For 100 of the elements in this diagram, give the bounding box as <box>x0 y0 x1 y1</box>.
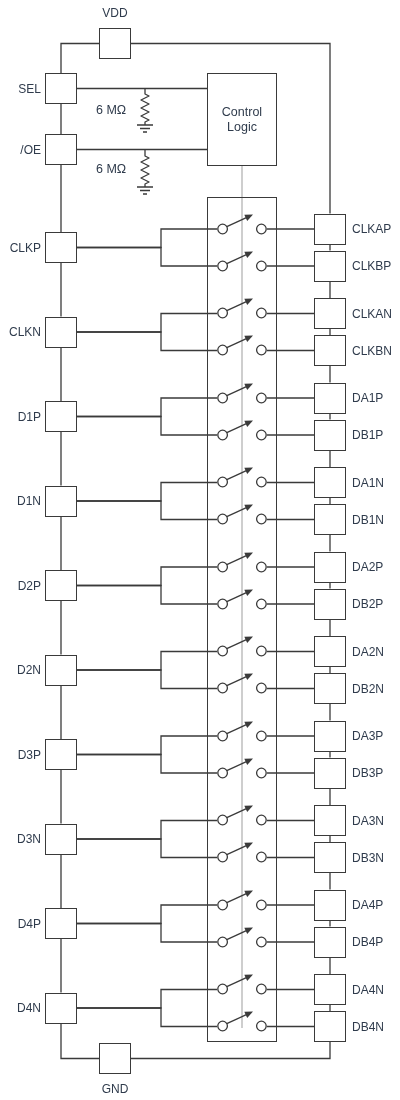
wire <box>329 956 331 975</box>
pin-label: VDD <box>102 6 128 20</box>
wire <box>266 228 315 230</box>
wire <box>329 243 331 252</box>
pin-label: CLKBP <box>352 259 392 273</box>
pin-label: CLKAN <box>352 306 392 321</box>
switch-symbol <box>216 297 267 320</box>
wire <box>130 1041 331 1060</box>
wire <box>60 853 62 909</box>
wire <box>329 534 331 553</box>
wire <box>266 312 315 315</box>
block-label: Control Logic <box>220 104 264 135</box>
switch-symbol <box>216 756 267 779</box>
wire <box>329 787 331 806</box>
wire <box>60 103 62 135</box>
wire <box>329 365 331 384</box>
switch-symbol <box>216 888 267 911</box>
wire <box>266 988 315 991</box>
wire <box>60 262 62 318</box>
pin-label: DA2P <box>352 560 384 574</box>
pin-label: D3N <box>17 832 41 846</box>
wire <box>266 856 315 859</box>
pin-label: D1P <box>17 409 41 424</box>
pin-label: CLKP <box>9 240 41 255</box>
switch-symbol <box>216 466 267 489</box>
wire <box>329 328 331 336</box>
wire <box>266 434 315 436</box>
pin-label: DB2P <box>352 597 384 611</box>
switch-array-frame <box>207 197 277 1042</box>
pin-label: D2N <box>17 663 41 677</box>
wire <box>60 600 62 656</box>
wire <box>329 1004 331 1012</box>
wire <box>130 42 331 215</box>
wire <box>329 497 331 505</box>
wire <box>60 431 62 487</box>
pin-label: DA3P <box>352 729 384 743</box>
wire <box>266 687 315 690</box>
pin-label: D3P <box>17 747 41 762</box>
pin-label: DA4N <box>352 982 384 997</box>
pin-label: DA3N <box>352 813 384 828</box>
wire <box>76 415 218 436</box>
wire <box>329 618 331 637</box>
wire <box>60 938 62 994</box>
wire <box>266 265 315 267</box>
wire <box>266 397 315 399</box>
wire <box>266 650 315 653</box>
switch-symbol <box>216 973 267 996</box>
pin-label: CLKBN <box>352 343 392 358</box>
wire <box>329 280 331 299</box>
wire <box>329 581 331 590</box>
switch-symbol <box>216 841 267 864</box>
wire <box>76 331 218 352</box>
switch-symbol <box>216 635 267 658</box>
pin-label: DB1P <box>352 428 384 442</box>
wire <box>60 42 100 74</box>
wire <box>329 703 331 722</box>
logic-block <box>207 73 277 166</box>
pin-label: DB1N <box>352 512 384 527</box>
wire <box>266 349 315 352</box>
switch-symbol <box>216 804 267 827</box>
switch-symbol <box>216 1010 267 1033</box>
pin-label: DA1N <box>352 475 384 490</box>
wire <box>329 412 331 421</box>
switch-symbol <box>216 550 267 573</box>
pin-label: DB3P <box>352 766 384 780</box>
wire <box>266 772 315 774</box>
wire <box>60 346 62 402</box>
pin-label: DB2N <box>352 681 384 696</box>
wire <box>76 1007 218 1028</box>
pin-label: /OE <box>20 142 41 157</box>
switch-symbol <box>216 503 267 526</box>
switch-symbol <box>216 587 267 610</box>
switch-symbol <box>216 672 267 695</box>
wire <box>241 165 243 198</box>
pin-label: CLKAP <box>352 222 392 236</box>
pin-label: DA4P <box>352 898 384 912</box>
pin-label: SEL <box>18 81 41 96</box>
switch-symbol <box>216 249 267 272</box>
wire <box>76 753 218 774</box>
wire <box>60 769 62 825</box>
pin-label: DA2N <box>352 644 384 659</box>
switch-symbol <box>216 212 267 235</box>
wire <box>329 750 331 759</box>
wire <box>266 481 315 484</box>
wire <box>266 566 315 568</box>
wire <box>60 684 62 740</box>
wire <box>266 819 315 822</box>
wire <box>76 838 218 859</box>
pin-label: DB3N <box>352 850 384 865</box>
switch-symbol <box>216 418 267 441</box>
switch-symbol <box>216 334 267 357</box>
pin-label: D4N <box>17 1001 41 1015</box>
wire <box>266 941 315 943</box>
wire <box>76 148 208 151</box>
wire <box>266 603 315 605</box>
wire <box>329 449 331 468</box>
wire <box>76 669 218 690</box>
wire <box>266 904 315 906</box>
pin-label: D1N <box>17 494 41 508</box>
switch-symbol <box>216 925 267 948</box>
